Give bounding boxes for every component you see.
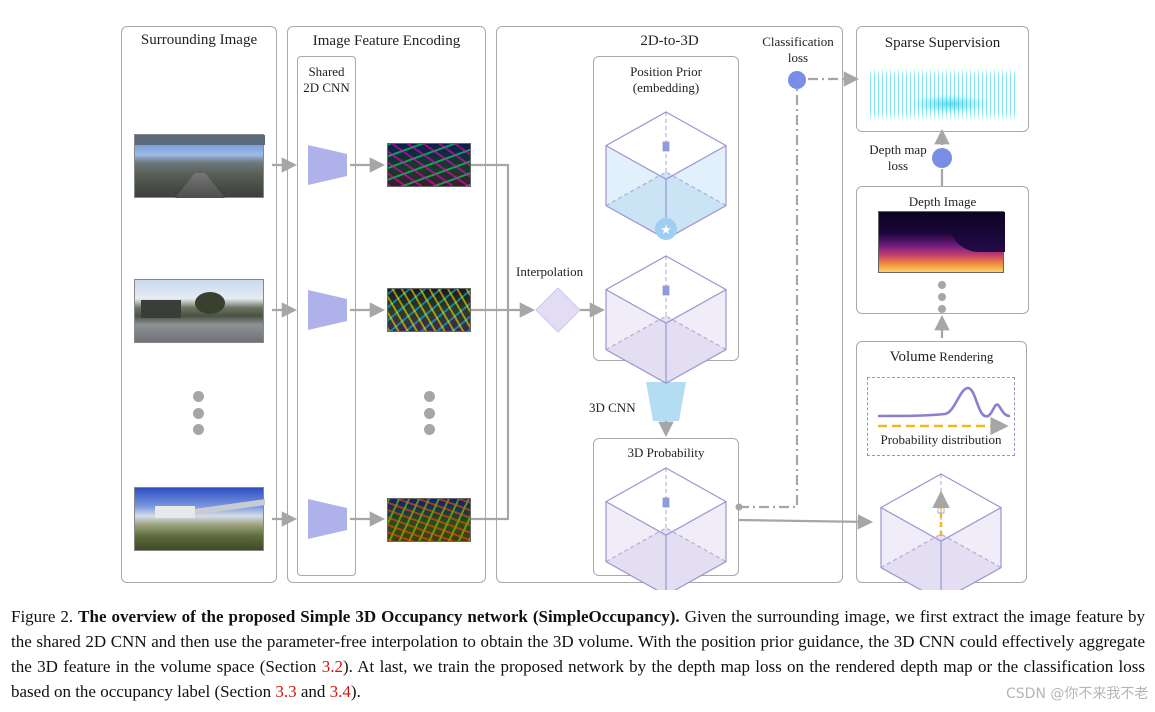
caption-text-3: and <box>296 682 330 701</box>
caption-ref-section-3-2[interactable]: 3.2 <box>321 657 343 676</box>
feature-ellipsis-dot-2 <box>424 408 435 419</box>
image-ellipsis-dot-3 <box>193 424 204 435</box>
shared-cnn-panel: Shared 2D CNN <box>297 56 356 576</box>
image-ellipsis-dot-1 <box>193 391 204 402</box>
figure-caption: Figure 2. The overview of the proposed S… <box>11 604 1145 704</box>
sparse-supervision-title: Sparse Supervision <box>884 35 1001 51</box>
position-prior-panel: Position Prior (embedding) <box>593 56 739 361</box>
depth-loss-node <box>932 148 952 168</box>
image-ellipsis-dot-2 <box>193 408 204 419</box>
probability-label: 3D Probability <box>627 445 705 460</box>
feature-ellipsis-dot-1 <box>424 391 435 402</box>
caption-ref-section-3-3[interactable]: 3.3 <box>275 682 297 701</box>
volume-rendering-title: Volume Rendering <box>857 349 1026 365</box>
shared-cnn-label: Shared 2D CNN <box>303 64 350 95</box>
feature-encoding-title: Image Feature Encoding <box>312 33 461 49</box>
depth-map-image <box>878 211 1005 273</box>
rear-camera-image <box>134 487 265 551</box>
caption-text-1: Given the surrounding image, we first ex… <box>11 607 1146 676</box>
sparse-lidar-image <box>870 55 1015 127</box>
caption-title: The overview of the proposed Simple 3D O… <box>78 607 680 626</box>
surrounding-image-title: Surrounding Image <box>140 32 258 48</box>
watermark: CSDN @你不来我不老 <box>1006 686 1149 702</box>
probability-panel: 3D Probability <box>593 438 739 576</box>
classification-loss-label: Classification loss <box>762 34 834 65</box>
interpolation-label: Interpolation <box>516 264 584 279</box>
two-d-to-three-d-title: 2D-to-3D <box>640 33 699 49</box>
position-prior-label: Position Prior (embedding) <box>630 64 702 95</box>
front-camera-image <box>134 134 265 198</box>
side-feature-map <box>387 288 471 332</box>
depth-ellipsis-dot-1 <box>938 281 946 289</box>
feature-ellipsis-dot-3 <box>424 424 435 435</box>
side-camera-image <box>134 279 264 343</box>
front-feature-map <box>387 143 471 187</box>
depth-ellipsis-dot-3 <box>938 305 946 313</box>
volume-rendering-title-small: Rendering <box>939 349 994 364</box>
depth-map-loss-label: Depth map loss <box>869 142 927 173</box>
depth-image-label: Depth Image <box>908 194 977 209</box>
caption-ref-section-3-4[interactable]: 3.4 <box>329 682 351 701</box>
caption-label: Figure 2. <box>11 607 74 626</box>
volume-rendering-title-big: Volume <box>889 349 936 365</box>
probability-distribution-box <box>867 377 1015 456</box>
cnn3d-label: 3D CNN <box>589 400 636 415</box>
depth-ellipsis-dot-2 <box>938 293 946 301</box>
caption-text-2: ). At last, we train the proposed networ… <box>11 657 1145 701</box>
rear-feature-map <box>387 498 471 542</box>
caption-text-4: ). <box>350 682 361 701</box>
probability-distribution-label: Probability distribution <box>880 432 1002 447</box>
